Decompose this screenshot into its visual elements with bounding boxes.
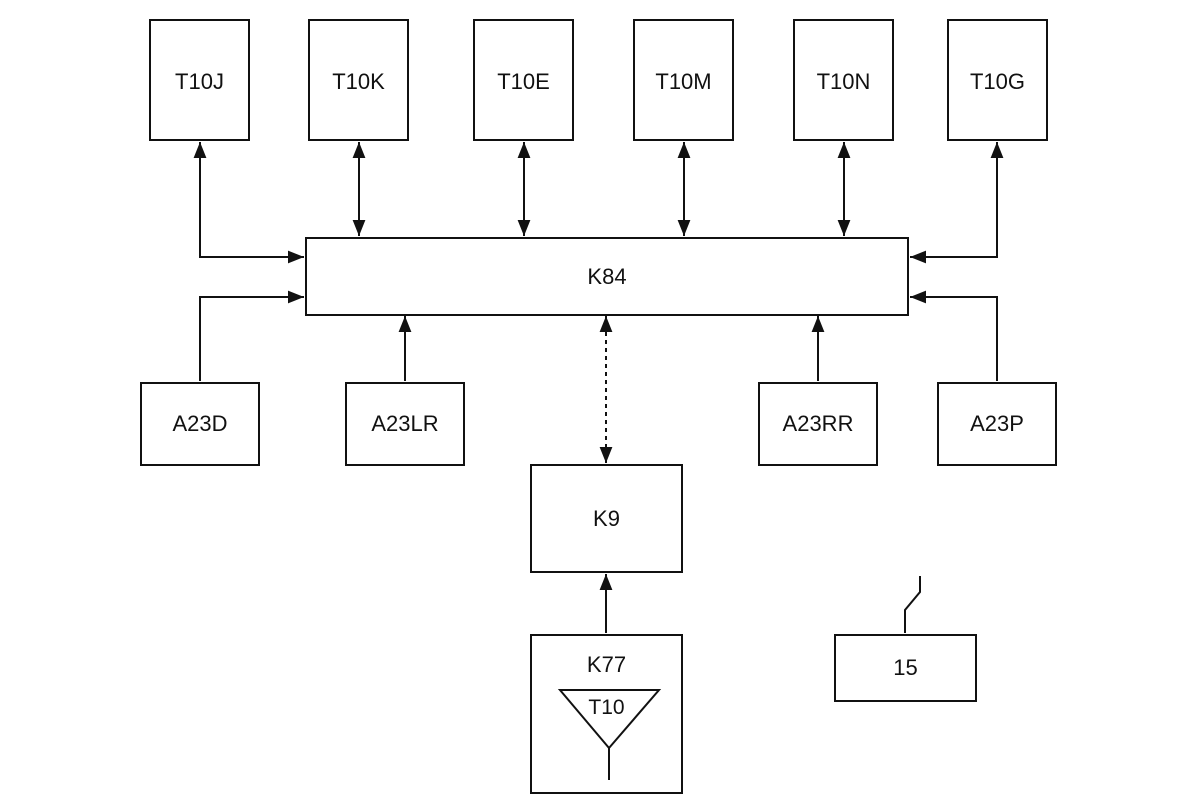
module-a23d: A23D — [140, 382, 260, 466]
module-a23lr: A23LR — [345, 382, 465, 466]
module-t10j-label: T10J — [175, 69, 224, 94]
module-a23p-label: A23P — [970, 411, 1024, 436]
module-t10g-label: T10G — [969, 69, 1026, 94]
antenna-icon — [557, 689, 662, 780]
module-a23rr: A23RR — [758, 382, 878, 466]
antenna-label: T10 — [588, 696, 625, 719]
connector-a23p-k84 — [910, 290, 998, 381]
connector-a23d-k84 — [199, 290, 304, 381]
connector-t10j-k84 — [193, 142, 304, 264]
module-t10n-label: T10N — [816, 69, 871, 94]
module-a23d-label: A23D — [172, 411, 228, 436]
module-k84-label: K84 — [587, 263, 627, 289]
module-t10m-label: T10M — [655, 69, 712, 94]
ground-lightning-icon — [904, 576, 921, 633]
module-t10m: T10M — [633, 19, 734, 141]
module-t10k: T10K — [308, 19, 409, 141]
module-a23lr-label: A23LR — [371, 411, 439, 436]
module-t10j: T10J — [149, 19, 250, 141]
module-k9: K9 — [530, 464, 683, 573]
module-t10g: T10G — [947, 19, 1048, 141]
module-a23p: A23P — [937, 382, 1057, 466]
module-a23rr-label: A23RR — [782, 411, 854, 436]
module-k77-label: K77 — [586, 652, 627, 677]
module-15-label: 15 — [893, 655, 918, 680]
module-k84: K84 — [305, 237, 909, 316]
module-k77: K77 T10 — [530, 634, 683, 794]
module-t10n: T10N — [793, 19, 894, 141]
module-15: 15 — [834, 634, 977, 702]
module-t10e: T10E — [473, 19, 574, 141]
module-t10k-label: T10K — [332, 69, 385, 94]
connector-t10g-k84 — [910, 142, 1004, 264]
module-k9-label: K9 — [593, 505, 620, 531]
module-t10e-label: T10E — [497, 69, 550, 94]
